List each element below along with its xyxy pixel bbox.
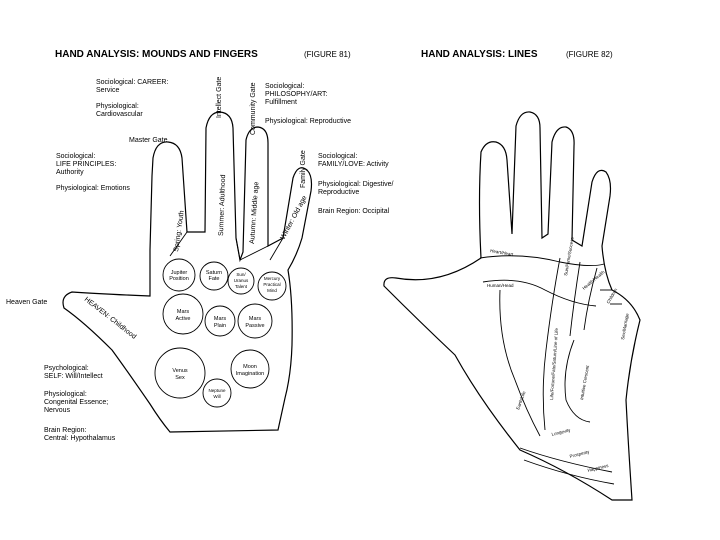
head-line	[482, 279, 597, 307]
figure81-hand-outline	[62, 111, 313, 433]
mars-active-label-1: Mars	[177, 309, 189, 315]
community-gate-label: Community Gate	[250, 82, 257, 135]
earth-life-label: Earth/Life	[515, 390, 526, 410]
self-note-6: Brain Region:	[44, 427, 86, 434]
mars-passive-mound	[237, 303, 273, 339]
thumb-label: HEAVEN: Childhood	[83, 296, 138, 341]
family-note-3: Physiological: Digestive/	[318, 181, 394, 188]
sun-line	[569, 261, 581, 337]
saturn-label-2: Fate	[208, 276, 219, 282]
venus-label-1: Venus	[172, 368, 188, 374]
mars-passive-label-1: Mars	[249, 316, 261, 322]
mars-plain-label-1: Mars	[214, 316, 226, 322]
philosophy-note-3: Fulfillment	[265, 99, 297, 106]
little-finger-label: Winter: Old age	[280, 195, 309, 241]
mars-active-mound	[162, 293, 204, 335]
index-base-line	[169, 231, 188, 257]
fate-line	[542, 257, 561, 431]
intellect-gate-label: Intellect Gate	[216, 77, 223, 118]
middle-ring-base-line	[235, 237, 269, 261]
family-note-2: FAMILY/LOVE: Activity	[318, 161, 389, 168]
self-note-5: Nervous	[44, 407, 71, 414]
mercury-label-2: Practical	[263, 282, 280, 287]
neptune-mound	[202, 378, 232, 408]
mercury-label-3: Mind	[267, 288, 277, 293]
life-note-2: LIFE PRINCIPLES:	[56, 161, 116, 168]
figure82-label: (FIGURE 82)	[566, 50, 613, 59]
life-line	[499, 289, 541, 437]
mercury-label-1: Mercury	[264, 276, 281, 281]
heart-line-label: Heart/Heart	[490, 248, 515, 257]
career-note-1: Sociological: CAREER:	[96, 79, 168, 86]
venus-mound	[154, 347, 206, 399]
jupiter-label-1: Jupiter	[171, 270, 188, 276]
saturn-label-1: Saturn	[206, 270, 222, 276]
venus-label-2: Sex	[175, 375, 185, 381]
ring-finger-label: Autumn: Middle age	[249, 181, 260, 244]
life-note-3: Authority	[56, 169, 84, 176]
philosophy-note-2: PHILOSOPHY/ART:	[265, 91, 328, 98]
mars-plain-mound	[204, 305, 236, 337]
mars-passive-label-2: Passive	[245, 323, 264, 329]
index-finger-label: Spring: Youth	[173, 210, 186, 252]
intuitive-crescent-label: Intuitive Crescent	[579, 364, 590, 400]
health-line-label: Health/Health	[581, 269, 605, 291]
neptune-label-1: Neptune	[208, 388, 226, 393]
moon-label-1: Moon	[243, 364, 257, 370]
self-note-3: Physiological:	[44, 391, 87, 398]
mercury-mound	[257, 271, 287, 301]
career-note-2: Service	[96, 87, 119, 94]
self-note-7: Central: Hypothalamus	[44, 435, 116, 442]
head-line-label: Human/Head	[487, 283, 514, 288]
moon-label-2: Imagination	[236, 371, 264, 377]
career-note-4: Cardiovascular	[96, 111, 143, 118]
middle-finger-label: Summer: Adulthood	[218, 174, 227, 236]
figure82-hand-outline	[383, 111, 641, 501]
bracelet-line-2	[523, 459, 615, 485]
jupiter-mound	[162, 258, 196, 292]
family-gate-label: Family Gate	[300, 150, 307, 188]
self-note-2: SELF: Will/Intellect	[44, 373, 103, 380]
heaven-gate-label: Heaven Gate	[6, 299, 47, 306]
prosperity-label: Prosperity	[569, 449, 591, 459]
figure82-title: HAND ANALYSIS: LINES	[421, 49, 538, 60]
happiness-label: Happiness	[587, 463, 610, 473]
fate-line-label: Life/Fortune/Fate/Saturn/Line of Life	[549, 327, 559, 400]
mars-plain-label-2: Plain	[214, 323, 226, 329]
self-note-4: Congenital Essence;	[44, 399, 108, 406]
longevity-label: Longevity	[551, 427, 572, 437]
little-base-line	[269, 237, 284, 261]
saturn-mound	[199, 261, 229, 291]
intuitive-crescent	[564, 339, 591, 423]
heart-line	[479, 255, 605, 267]
health-line	[583, 267, 598, 331]
figure81-label: (FIGURE 81)	[304, 50, 351, 59]
sun-label-3: Talent	[235, 284, 248, 289]
neptune-label-2: Will	[213, 394, 220, 399]
self-note-1: Psychological:	[44, 365, 89, 372]
life-note-4: Physiological: Emotions	[56, 185, 130, 192]
family-note-4: Reproductive	[318, 189, 359, 196]
family-note-1: Sociological:	[318, 153, 357, 160]
family-note-5: Brain Region: Occipital	[318, 208, 390, 215]
figure81-title: HAND ANALYSIS: MOUNDS AND FINGERS	[55, 49, 258, 60]
jupiter-label-2: Position	[169, 276, 189, 282]
sun-label-2: Uranus	[234, 278, 249, 283]
master-gate-label: Master Gate	[129, 137, 168, 144]
sun-label-1: Sun/	[236, 272, 246, 277]
philosophy-note-4: Physiological: Reproductive	[265, 118, 351, 125]
moon-mound	[230, 349, 270, 389]
life-note-1: Sociological:	[56, 153, 95, 160]
sun-fame-label: Sun/Fame/Success	[563, 236, 575, 276]
mars-active-label-2: Active	[176, 316, 191, 322]
sun-mound	[227, 267, 255, 295]
career-note-3: Physiological:	[96, 103, 139, 110]
bracelet-line-1	[519, 447, 613, 473]
philosophy-note-1: Sociological:	[265, 83, 304, 90]
sex-marriage-label: Sex/Marriage	[620, 312, 630, 340]
